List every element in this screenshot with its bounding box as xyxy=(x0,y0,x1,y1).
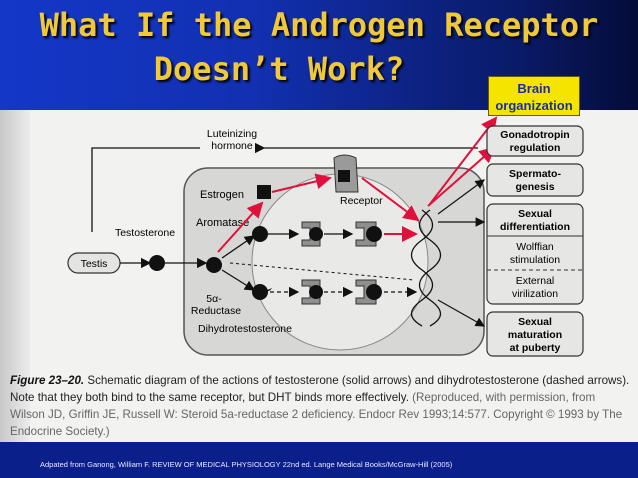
testosterone-molecule-2 xyxy=(206,257,222,273)
receptor-dna-red-arrow xyxy=(361,177,420,222)
reductase-arrow xyxy=(221,269,256,291)
reductase-label-1: 5α- xyxy=(206,293,222,305)
footer-bar xyxy=(0,442,638,478)
svg-text:regulation: regulation xyxy=(510,142,561,154)
slide-title-line2: Doesn’t Work? xyxy=(153,50,405,88)
receptor-label: Receptor xyxy=(340,195,383,207)
bound-testosterone-1 xyxy=(309,227,323,241)
figure-number: Figure 23–20. xyxy=(10,374,85,387)
svg-text:at puberty: at puberty xyxy=(510,342,561,354)
caption-main: Schematic diagram of the actions of test… xyxy=(10,374,630,404)
svg-text:stimulation: stimulation xyxy=(510,254,560,266)
svg-text:maturation: maturation xyxy=(508,329,562,341)
red-arrow-brain xyxy=(429,116,498,205)
scan-edge xyxy=(0,110,30,442)
slide-title-line1: What If the Androgen Receptor xyxy=(39,6,599,44)
lh-label-1: Luteinizing xyxy=(207,128,257,140)
t-arrow-up xyxy=(221,235,256,259)
svg-text:genesis: genesis xyxy=(515,181,554,193)
testosterone-molecule-1 xyxy=(149,255,165,271)
dna-helix-a xyxy=(410,209,434,327)
svg-text:External: External xyxy=(516,275,555,287)
dna-helix-b xyxy=(418,209,442,327)
dht-molecule xyxy=(252,284,268,300)
bound-dht-2 xyxy=(366,284,382,300)
effect-puberty: Sexual maturation at puberty xyxy=(486,311,584,357)
reductase-label-2: Reductase xyxy=(191,305,241,317)
bound-estrogen xyxy=(338,170,350,182)
svg-text:Gonadotropin: Gonadotropin xyxy=(500,129,569,141)
effect-spermatogenesis: Spermato- genesis xyxy=(486,163,584,197)
lh-label-2: hormone xyxy=(211,140,253,152)
to-receptor-red-arrow xyxy=(271,173,332,193)
lh-line xyxy=(91,147,200,232)
effect-sexual-differentiation: Sexual differentiation Wolffian stimulat… xyxy=(486,203,584,305)
testis-label: Testis xyxy=(81,258,108,270)
bound-testosterone-2 xyxy=(366,226,382,242)
svg-text:Sexual: Sexual xyxy=(518,208,552,220)
red-arrow-gonadotropin xyxy=(427,146,496,207)
estrogen-molecule xyxy=(257,185,271,199)
testosterone-label: Testosterone xyxy=(115,227,175,239)
arrow-puberty xyxy=(437,299,486,327)
svg-text:Wolffian: Wolffian xyxy=(516,241,554,253)
estrogen-red-arrow xyxy=(217,201,264,253)
figure-caption: Figure 23–20. Schematic diagram of the a… xyxy=(10,372,632,440)
svg-text:virilization: virilization xyxy=(512,288,558,300)
estrogen-label: Estrogen xyxy=(200,189,244,201)
svg-text:differentiation: differentiation xyxy=(500,221,570,233)
bound-dht-1 xyxy=(309,285,323,299)
caption-credit: (Reproduced, with permission, from Wilso… xyxy=(10,391,623,438)
aromatase-label: Aromatase xyxy=(196,217,249,229)
arrow-spermatogenesis xyxy=(437,179,485,215)
svg-text:Sexual: Sexual xyxy=(518,316,552,328)
dht-label: Dihydrotestosterone xyxy=(198,323,292,335)
long-dash xyxy=(229,262,415,281)
testosterone-molecule-3 xyxy=(252,226,268,242)
svg-text:Spermato-: Spermato- xyxy=(509,168,561,180)
brain-organization-callout: Brain organization xyxy=(488,76,580,116)
effect-gonadotropin: Gonadotropin regulation xyxy=(486,125,584,157)
dht-tail xyxy=(263,288,272,292)
source-citation: Adpated from Ganong, William F. REVIEW O… xyxy=(40,460,453,469)
